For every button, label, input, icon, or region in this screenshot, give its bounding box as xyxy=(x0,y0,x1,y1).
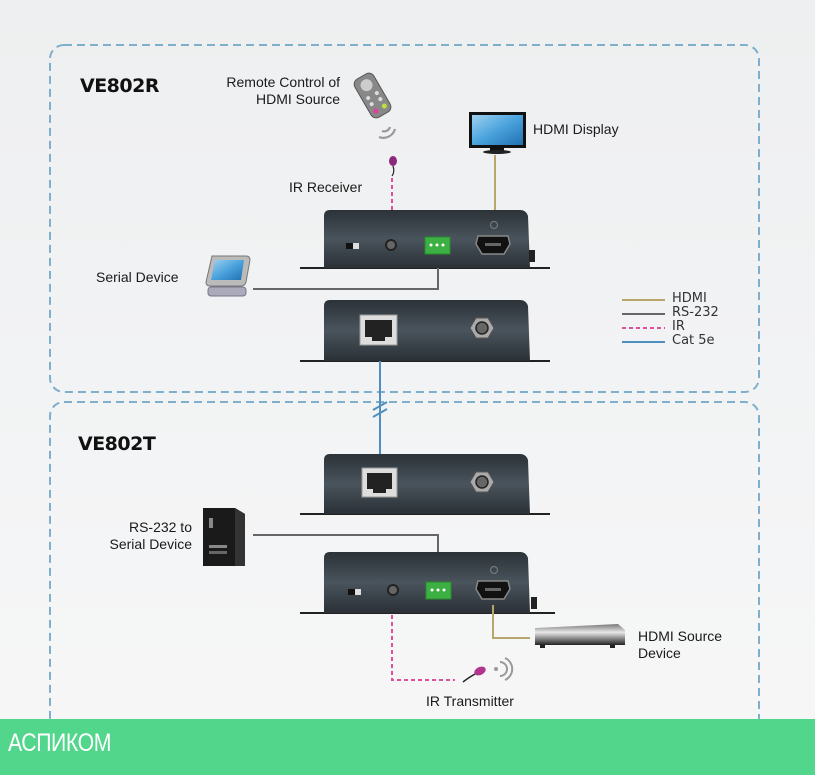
ir-line-transmitter xyxy=(391,615,455,681)
remote-control-label-line2: HDMI Source xyxy=(255,91,340,107)
footer-brand: АСПИКОМ xyxy=(8,729,111,757)
receiver-model-label: VE802R xyxy=(80,75,159,97)
transmitter-model-label: VE802T xyxy=(78,433,156,455)
hdmi-source-label: HDMI Source Device xyxy=(638,628,722,662)
remote-control-label: Remote Control of HDMI Source xyxy=(190,74,340,108)
receiver-device-network xyxy=(300,300,550,362)
ir-transmitter-icon xyxy=(462,657,514,683)
hdmi-source-label-line1: HDMI Source xyxy=(638,628,723,644)
remote-control-icon xyxy=(353,72,392,119)
pc-tower-icon xyxy=(203,508,245,566)
transmitter-device-network xyxy=(300,454,550,515)
serial-device-label: Serial Device xyxy=(96,269,179,285)
ir-receiver-icon xyxy=(389,156,397,177)
ir-signal-waves-icon xyxy=(378,126,397,139)
ir-transmitter-label: IR Transmitter xyxy=(426,693,514,709)
hdmi-display-icon xyxy=(469,112,526,154)
receiver-group-border xyxy=(49,44,760,393)
cable-break-mark-2 xyxy=(372,408,388,418)
legend-label-rs-232: RS-232 xyxy=(672,305,719,320)
legend-label-hdmi: HDMI xyxy=(672,291,707,306)
legend-label-cat-5e: Cat 5e xyxy=(672,333,715,348)
rs232-device-label-line1: RS-232 to xyxy=(128,519,192,535)
legend-label-ir: IR xyxy=(672,319,685,334)
legend xyxy=(622,299,665,343)
ir-receiver-label: IR Receiver xyxy=(289,179,363,195)
remote-control-label-line1: Remote Control of xyxy=(226,74,340,90)
hdmi-line-source xyxy=(492,605,530,639)
rs232-device-label-line2: Serial Device xyxy=(109,536,192,552)
footer-bar: АСПИКОМ xyxy=(0,719,815,775)
hdmi-source-label-line2: Device xyxy=(638,645,681,661)
rs232-device-label: RS-232 to Serial Device xyxy=(80,519,192,553)
rs232-line-transmitter xyxy=(253,534,439,560)
rs232-line-receiver xyxy=(253,268,439,290)
hdmi-display-label: HDMI Display xyxy=(533,121,619,137)
serial-device-icon xyxy=(205,255,251,297)
transmitter-device-ports xyxy=(300,552,555,614)
receiver-device-ports xyxy=(300,210,550,269)
hdmi-source-device-icon xyxy=(535,624,625,648)
cable-break-mark-1 xyxy=(372,401,388,411)
